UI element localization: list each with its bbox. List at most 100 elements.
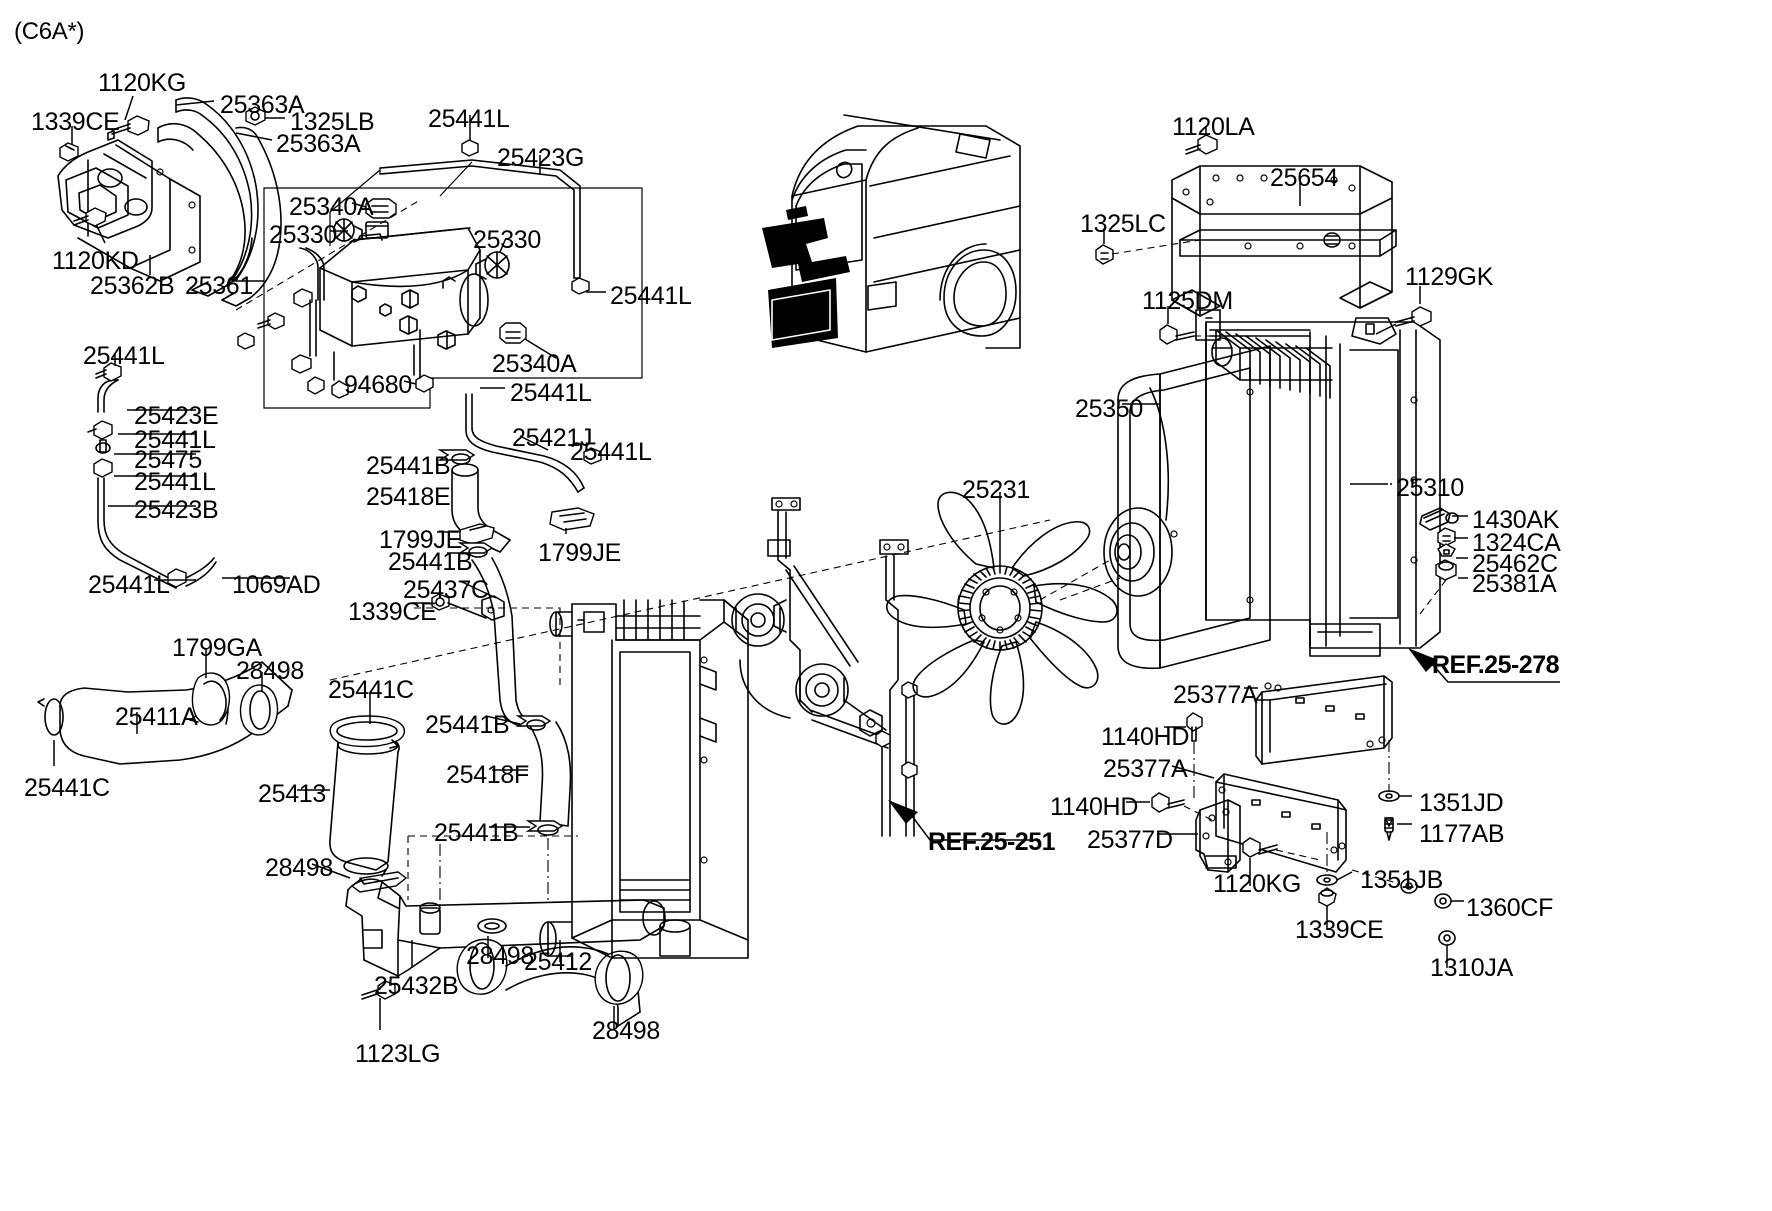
part-25423E-25423B-hose: [87, 354, 290, 589]
part-25412-hose: [456, 936, 644, 1030]
part-callout-25340a[interactable]: 25340A: [492, 350, 577, 378]
part-callout-1120kg[interactable]: 1120KG: [98, 69, 187, 97]
part-callout-1339ce[interactable]: 1339CE: [348, 598, 437, 626]
part-25654-frame: [1095, 126, 1432, 345]
part-callout-25423b[interactable]: 25423B: [134, 496, 219, 524]
fastener-icons-left: [59, 106, 266, 227]
variant-note: (C6A*): [14, 18, 85, 45]
part-callout-1799je[interactable]: 1799JE: [538, 539, 621, 567]
part-callout-1325lb[interactable]: 1325LB: [290, 108, 375, 136]
part-callout-25330[interactable]: 25330: [473, 226, 542, 254]
part-callout-25437c[interactable]: 25437C: [403, 576, 489, 604]
part-callout-1430ak[interactable]: 1430AK: [1472, 506, 1560, 534]
radiator-hardware-column: [1419, 507, 1468, 615]
part-25377A-brackets: [1126, 675, 1464, 968]
part-callout-25412[interactable]: 25412: [524, 948, 593, 976]
part-callout-1339ce[interactable]: 1339CE: [31, 108, 120, 136]
part-callout-25441b[interactable]: 25441B: [366, 452, 451, 480]
part-callout-25441b[interactable]: 25441B: [388, 548, 473, 576]
part-25411A-hose: [37, 648, 293, 766]
part-callout-25413[interactable]: 25413: [258, 780, 327, 808]
part-25350-shroud: [1059, 345, 1271, 670]
ref-arrow-25-251: [888, 800, 1040, 841]
part-callout-25377d[interactable]: 25377D: [1087, 826, 1173, 854]
part-callout-28498[interactable]: 28498: [592, 1017, 661, 1045]
part-callout-28498[interactable]: 28498: [466, 942, 535, 970]
part-callout-94680[interactable]: 94680: [344, 371, 413, 399]
part-25421J-hose: [465, 393, 602, 493]
reference-label-ref-25-278[interactable]: REF.25-278: [1432, 651, 1560, 679]
part-callout-1129gk[interactable]: 1129GK: [1405, 263, 1494, 291]
part-callout-25441l[interactable]: 25441L: [83, 342, 165, 370]
part-callout-1120kg[interactable]: 1120KG: [1213, 870, 1302, 898]
construction-line-2: [329, 519, 1051, 681]
part-callout-25423e[interactable]: 25423E: [134, 402, 219, 430]
part-callout-25377a[interactable]: 25377A: [1103, 755, 1188, 783]
part-callout-25418e[interactable]: 25418E: [366, 483, 451, 511]
part-callout-25654[interactable]: 25654: [1270, 164, 1339, 192]
part-callout-25362b[interactable]: 25362B: [90, 272, 175, 300]
part-callout-25441l[interactable]: 25441L: [88, 571, 170, 599]
part-callout-25441b[interactable]: 25441B: [434, 819, 519, 847]
vehicle-illustration: [762, 114, 1021, 353]
ref-arrow-25-278: [1408, 648, 1560, 683]
part-25231-fan: [886, 491, 1118, 725]
part-callout-25462c[interactable]: 25462C: [1472, 550, 1558, 578]
part-callout-1339ce[interactable]: 1339CE: [1295, 916, 1384, 944]
part-callout-25363a[interactable]: 25363A: [220, 91, 305, 119]
part-callout-1799je[interactable]: 1799JE: [379, 526, 462, 554]
part-callout-25418f[interactable]: 25418F: [446, 761, 529, 789]
part-callout-25441l[interactable]: 25441L: [570, 438, 652, 466]
radiator-core-center: [539, 599, 749, 959]
part-25423G-hose: [329, 139, 590, 295]
part-callout-25377a[interactable]: 25377A: [1173, 681, 1258, 709]
part-callout-1310ja[interactable]: 1310JA: [1430, 954, 1513, 982]
part-callout-25381a[interactable]: 25381A: [1472, 570, 1557, 598]
part-callout-25330[interactable]: 25330: [269, 221, 338, 249]
part-callout-1325lc[interactable]: 1325LC: [1080, 210, 1166, 238]
part-callout-25441c[interactable]: 25441C: [328, 676, 414, 704]
reference-label-ref-25-251[interactable]: REF.25-251: [928, 828, 1056, 856]
part-25361-reservoir-group: [237, 187, 643, 409]
part-callout-1799ga[interactable]: 1799GA: [172, 634, 262, 662]
part-callout-1140hd[interactable]: 1140HD: [1050, 793, 1139, 821]
part-callout-25441l[interactable]: 25441L: [610, 282, 692, 310]
part-callout-25423g[interactable]: 25423G: [497, 144, 585, 172]
part-25363A-strap: [157, 97, 282, 307]
part-25413-hose: [297, 692, 408, 893]
part-callout-1125dm[interactable]: 1125DM: [1142, 287, 1233, 315]
part-callout-25421j[interactable]: 25421J: [512, 424, 593, 452]
part-callout-25340a[interactable]: 25340A: [289, 193, 374, 221]
part-callout-1140hd[interactable]: 1140HD: [1101, 723, 1190, 751]
part-callout-25363a[interactable]: 25363A: [276, 130, 361, 158]
part-callout-25441l[interactable]: 25441L: [428, 105, 510, 133]
part-callout-1351jd[interactable]: 1351JD: [1419, 789, 1504, 817]
part-callout-25361[interactable]: 25361: [185, 272, 254, 300]
part-callout-1360cf[interactable]: 1360CF: [1466, 894, 1554, 922]
part-callout-1120kd[interactable]: 1120KD: [52, 247, 139, 275]
part-callout-1123lg[interactable]: 1123LG: [355, 1040, 441, 1068]
part-25437C-hose: [412, 507, 595, 731]
part-callout-25411a[interactable]: 25411A: [115, 703, 198, 731]
part-callout-28498[interactable]: 28498: [265, 854, 334, 882]
part-callout-1351jb[interactable]: 1351JB: [1360, 866, 1443, 894]
part-callout-1120la[interactable]: 1120LA: [1172, 113, 1255, 141]
part-callout-25350[interactable]: 25350: [1075, 395, 1144, 423]
part-callout-1069ad[interactable]: 1069AD: [232, 571, 321, 599]
part-callout-25432b[interactable]: 25432B: [374, 972, 459, 1000]
part-callout-25441l[interactable]: 25441L: [510, 379, 592, 407]
part-callout-25310[interactable]: 25310: [1396, 474, 1465, 502]
part-callout-25441b[interactable]: 25441B: [425, 711, 510, 739]
part-callout-1324ca[interactable]: 1324CA: [1472, 529, 1561, 557]
part-callout-25231[interactable]: 25231: [962, 476, 1031, 504]
part-callout-25475[interactable]: 25475: [134, 446, 203, 474]
leader-lines-left: [71, 95, 606, 389]
part-25418F-hose: [489, 721, 572, 900]
part-callout-25441l[interactable]: 25441L: [134, 426, 216, 454]
part-callout-1177ab[interactable]: 1177AB: [1419, 820, 1505, 848]
part-callout-28498[interactable]: 28498: [236, 657, 305, 685]
part-callout-25441c[interactable]: 25441C: [24, 774, 110, 802]
part-callout-25441l[interactable]: 25441L: [134, 468, 216, 496]
